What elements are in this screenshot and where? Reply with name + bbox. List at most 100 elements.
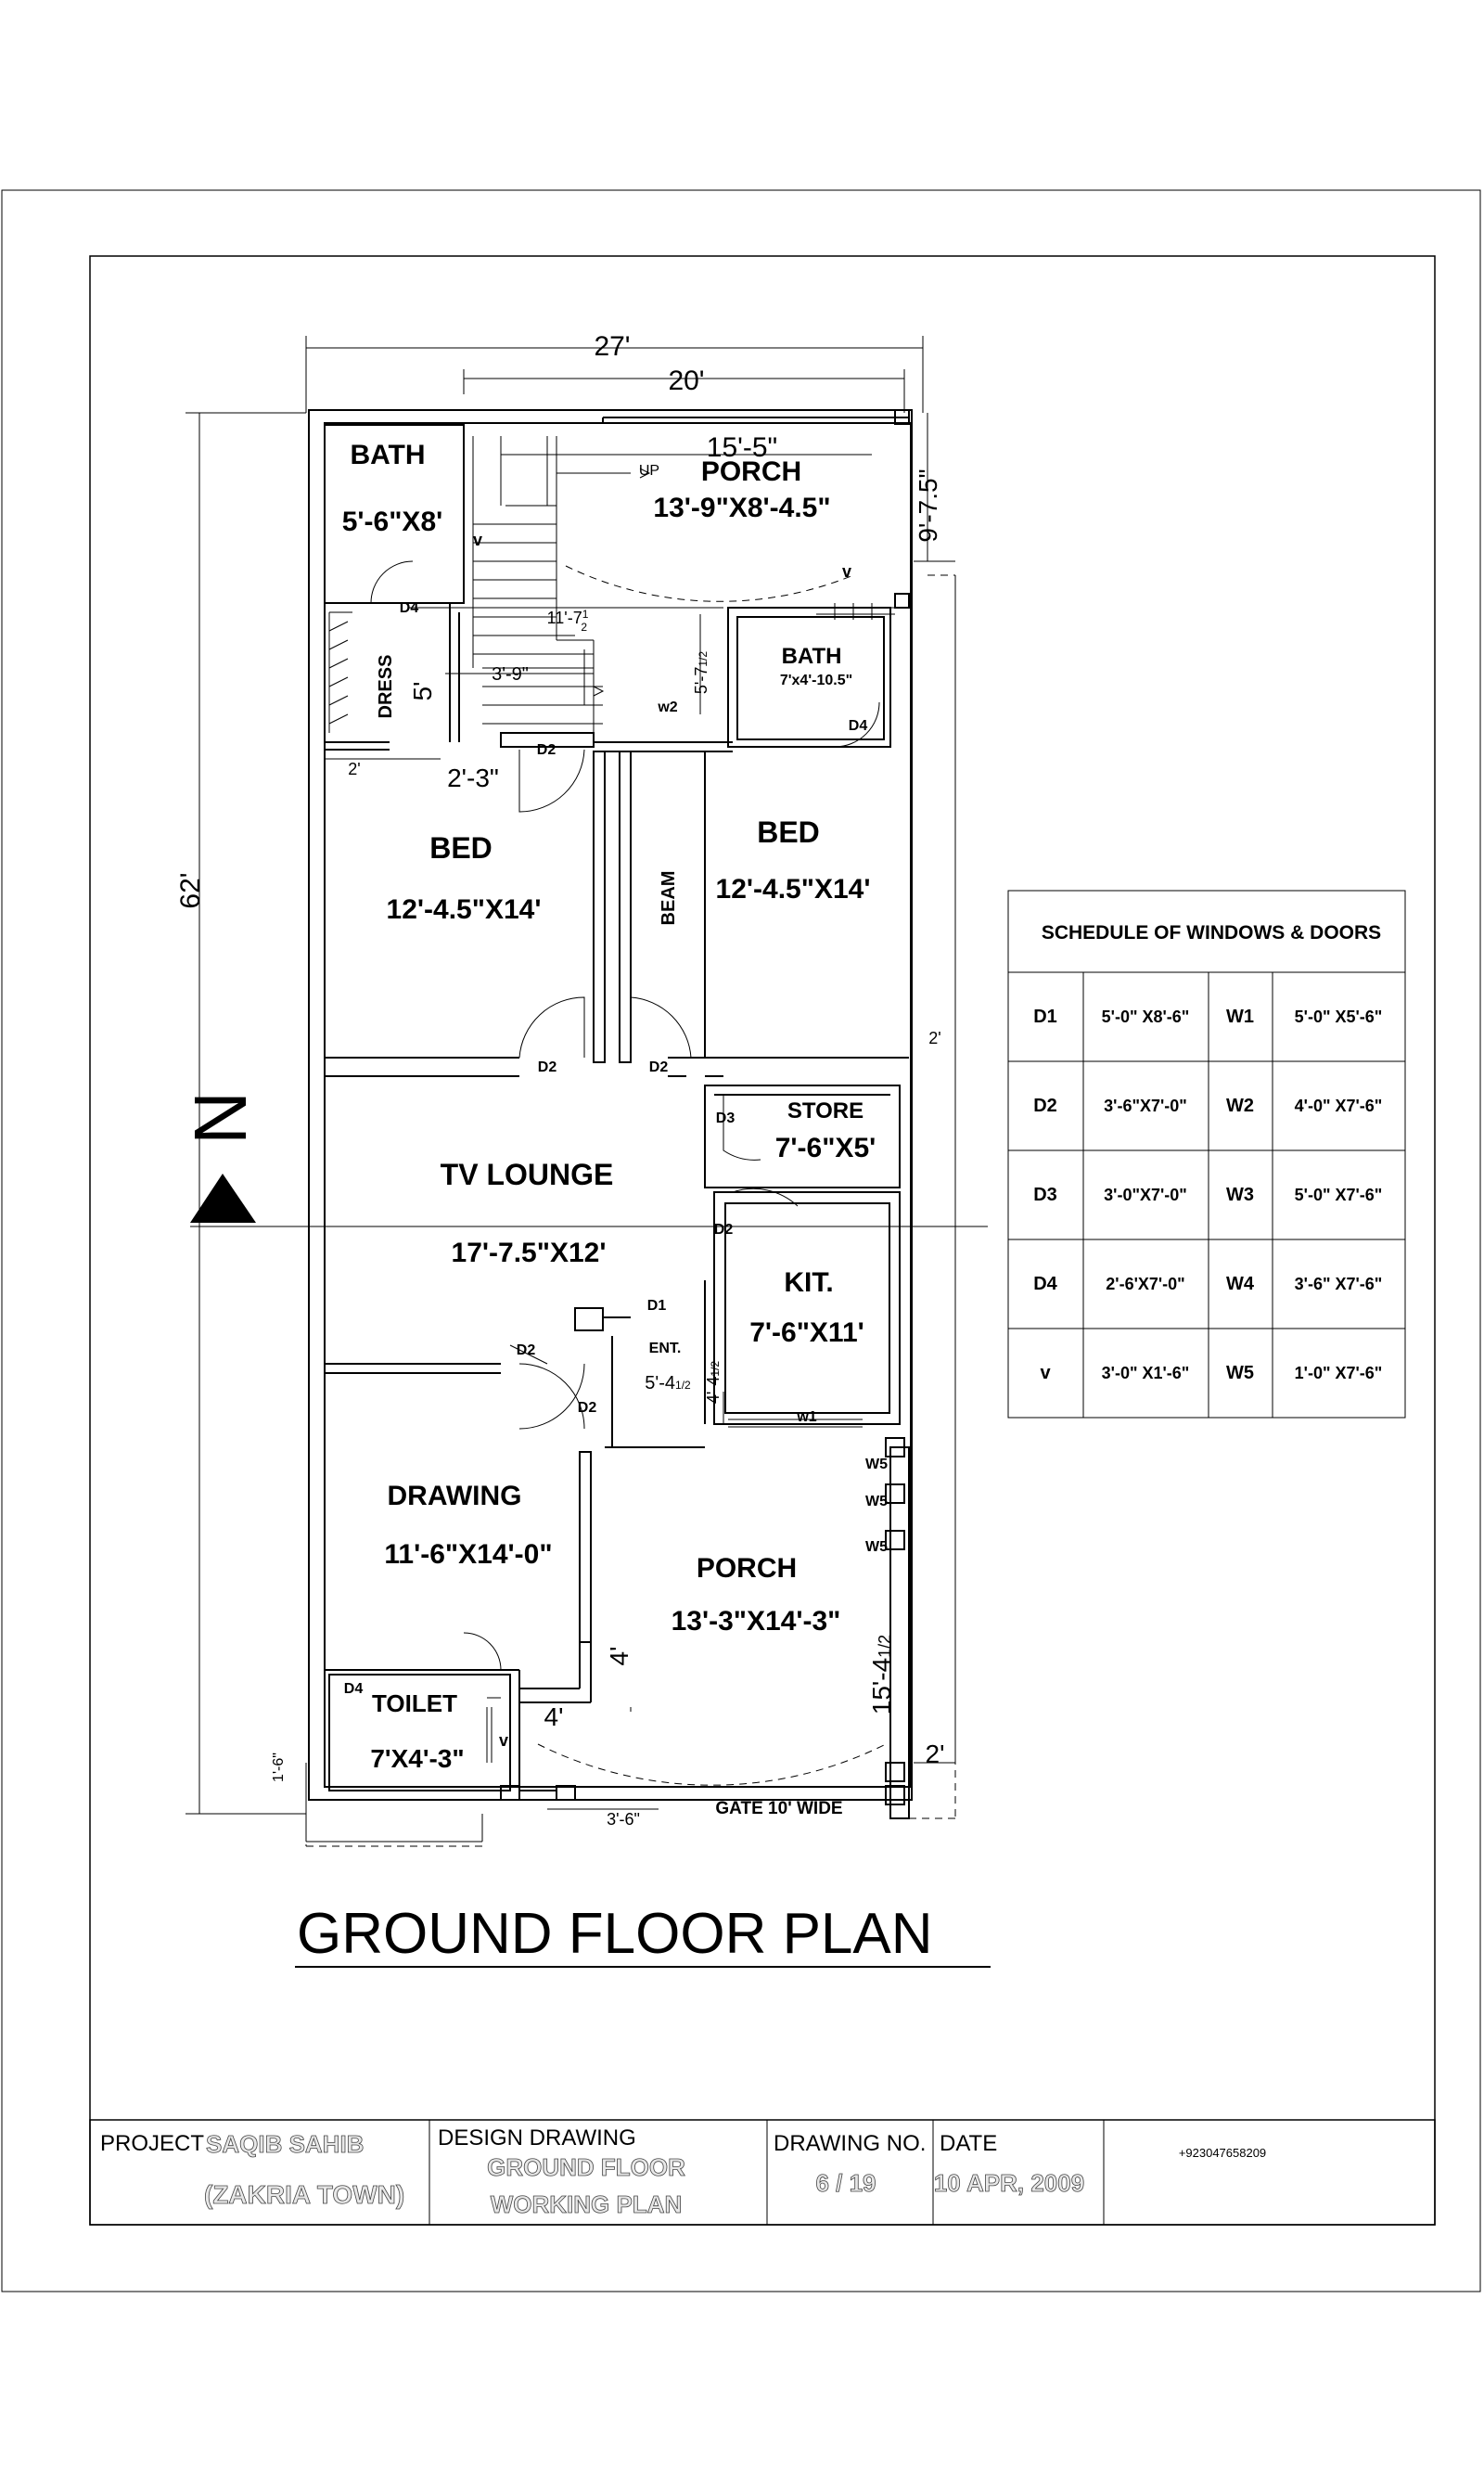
drawing-no-label: DRAWING NO. bbox=[774, 2131, 926, 2156]
room-bed1-size: 12'-4.5"X14' bbox=[387, 894, 542, 925]
schedule-cell-code1: D4 bbox=[1033, 1274, 1057, 1294]
room-bed1-name: BED bbox=[429, 831, 493, 865]
marker-d4-toilet: D4 bbox=[344, 1681, 364, 1697]
room-porch-front-name: PORCH bbox=[697, 1553, 797, 1584]
dim-side-gap-right: 2' bbox=[928, 1029, 940, 1047]
dim-side-gap: 2' bbox=[348, 760, 360, 778]
room-store-name: STORE bbox=[787, 1098, 864, 1124]
room-porch-top-name: PORCH bbox=[701, 456, 801, 487]
schedule-cell-size2: 4'-0" X7'-6" bbox=[1295, 1097, 1383, 1115]
schedule-cell-size2: 5'-0" X5'-6" bbox=[1295, 1008, 1383, 1026]
title-block: PROJECT SAQIB SAHIB (ZAKRIA TOWN) DESIGN… bbox=[89, 2119, 1436, 2226]
project-location: (ZAKRIA TOWN) bbox=[204, 2180, 404, 2209]
marker-d3-store: D3 bbox=[716, 1111, 736, 1126]
dim-porch-step: 4' bbox=[605, 1647, 633, 1666]
room-labels: BATH 5'-6"X8' PORCH 13'-9"X8'-4.5" BATH … bbox=[342, 440, 876, 1773]
dim-ent-width: 5'-41/2 bbox=[645, 1373, 691, 1393]
marker-w2-stair: w2 bbox=[657, 700, 677, 715]
marker-up: UP bbox=[639, 463, 659, 479]
room-toilet-size: 7'X4'-3" bbox=[370, 1744, 464, 1773]
schedule-cell-size1: 3'-6"X7'-0" bbox=[1104, 1097, 1187, 1115]
dim-dress-depth: 5' bbox=[408, 682, 437, 701]
phone: +923047658209 bbox=[1179, 2146, 1266, 2160]
schedule-cell-code2: W4 bbox=[1226, 1274, 1255, 1294]
date-label: DATE bbox=[940, 2131, 997, 2156]
room-bed2-size: 12'-4.5"X14' bbox=[716, 874, 871, 905]
schedule-cell-code1: D1 bbox=[1033, 1007, 1057, 1027]
dim-overall-width: 27' bbox=[594, 331, 630, 362]
schedule-cell-code2: W1 bbox=[1226, 1007, 1254, 1027]
schedule-cell-code2: W3 bbox=[1226, 1185, 1254, 1205]
room-tv-lounge-size: 17'-7.5"X12' bbox=[452, 1238, 607, 1268]
schedule-cell-code1: D3 bbox=[1033, 1185, 1057, 1205]
door-window-markers: UP v v v D4 D4 D4 D2 D2 D2 D2 D2 D2 D3 D… bbox=[344, 463, 888, 1750]
dim-porch-side: 4' bbox=[544, 1702, 564, 1731]
marker-v-porch: v bbox=[842, 562, 851, 581]
room-porch-top-size: 13'-9"X8'-4.5" bbox=[653, 493, 830, 523]
room-dress-name: DRESS bbox=[376, 655, 396, 719]
room-toilet-name: TOILET bbox=[372, 1689, 457, 1717]
gate-label: GATE 10' WIDE bbox=[715, 1799, 842, 1818]
room-bed2-name: BED bbox=[757, 815, 820, 849]
drawing-no: 6 / 19 bbox=[815, 2169, 876, 2197]
design-label: DESIGN DRAWING bbox=[438, 2125, 636, 2151]
marker-w5-1: W5 bbox=[865, 1457, 888, 1472]
room-tv-lounge-name: TV LOUNGE bbox=[441, 1158, 614, 1191]
dim-porch-top-width: 15'-5" bbox=[707, 432, 777, 463]
marker-d2-bed1: D2 bbox=[538, 1059, 557, 1075]
schedule-cell-size1: 3'-0" X1'-6" bbox=[1102, 1364, 1190, 1382]
marker-d2-drawing: D2 bbox=[578, 1400, 597, 1416]
schedule-cell-size1: 5'-0" X8'-6" bbox=[1102, 1008, 1190, 1026]
dim-ent-depth: 4'-41/2 bbox=[704, 1361, 723, 1404]
marker-w1-kitchen: w1 bbox=[796, 1409, 816, 1425]
marker-d2-kitchen: D2 bbox=[714, 1222, 734, 1238]
room-beam-name: BEAM bbox=[659, 871, 679, 926]
dim-landing-depth: 5'-71/2 bbox=[692, 651, 710, 694]
door-swings bbox=[305, 560, 956, 1847]
room-kitchen-size: 7'-6"X11' bbox=[749, 1317, 864, 1348]
schedule-cell-code2: W2 bbox=[1226, 1096, 1254, 1116]
dim-overall-depth: 62' bbox=[175, 872, 206, 908]
dim-porch-front-depth: 15'-41/2 bbox=[867, 1635, 896, 1714]
schedule-title: SCHEDULE OF WINDOWS & DOORS bbox=[1042, 922, 1381, 944]
marker-v-toilet: v bbox=[499, 1731, 508, 1750]
exterior-walls bbox=[308, 409, 913, 1801]
marker-v-top: v bbox=[473, 531, 482, 549]
schedule-cell-size1: 2'-6'X7'-0" bbox=[1106, 1275, 1184, 1293]
dim-gate-offset: 3'-6" bbox=[607, 1810, 640, 1829]
schedule-cell-code1: v bbox=[1040, 1363, 1051, 1383]
schedule-cell-code1: D2 bbox=[1033, 1096, 1057, 1116]
room-bath1-size: 5'-6"X8' bbox=[342, 507, 443, 537]
dim-porch-top-depth: 9'-7.5" bbox=[914, 469, 942, 542]
marker-d1-entrance: D1 bbox=[647, 1298, 667, 1314]
room-bath2-size: 7'x4'-10.5" bbox=[780, 673, 852, 688]
schedule-table: SCHEDULE OF WINDOWS & DOORS D1 5'-0" X8'-… bbox=[1007, 890, 1406, 1419]
schedule-cell-code2: W5 bbox=[1226, 1363, 1254, 1383]
north-triangle-icon bbox=[190, 1174, 256, 1223]
date-value: 10 APR, 2009 bbox=[934, 2169, 1084, 2197]
marker-d4-bath2: D4 bbox=[849, 718, 868, 734]
dim-front-left-gap: 1'-6" bbox=[271, 1753, 287, 1782]
room-bath1-name: BATH bbox=[350, 440, 425, 470]
marker-d4-bath1: D4 bbox=[400, 600, 419, 616]
schedule-cell-size2: 1'-0" X7'-6" bbox=[1295, 1364, 1383, 1382]
windows bbox=[486, 603, 895, 1763]
marker-d2-bed2: D2 bbox=[649, 1059, 669, 1075]
marker-d2-dress: D2 bbox=[537, 742, 556, 758]
design-line2: WORKING PLAN bbox=[491, 2190, 683, 2218]
north-letter: N bbox=[179, 1091, 262, 1145]
room-entrance-name: ENT. bbox=[649, 1341, 682, 1356]
marker-d2-entrance: D2 bbox=[517, 1342, 536, 1358]
marker-w5-3: W5 bbox=[865, 1539, 888, 1555]
marker-w5-2: W5 bbox=[865, 1494, 888, 1509]
interior-walls bbox=[324, 409, 910, 1819]
dim-stair-run: 3'-9" bbox=[492, 664, 529, 685]
sheet-outer-border bbox=[1, 189, 1481, 2292]
dim-front-right-gap: 2' bbox=[926, 1740, 945, 1768]
room-drawing-name: DRAWING bbox=[388, 1481, 522, 1511]
dimension-lines bbox=[186, 336, 956, 1843]
staircase bbox=[328, 436, 651, 742]
north-arrow: N bbox=[179, 1091, 262, 1223]
